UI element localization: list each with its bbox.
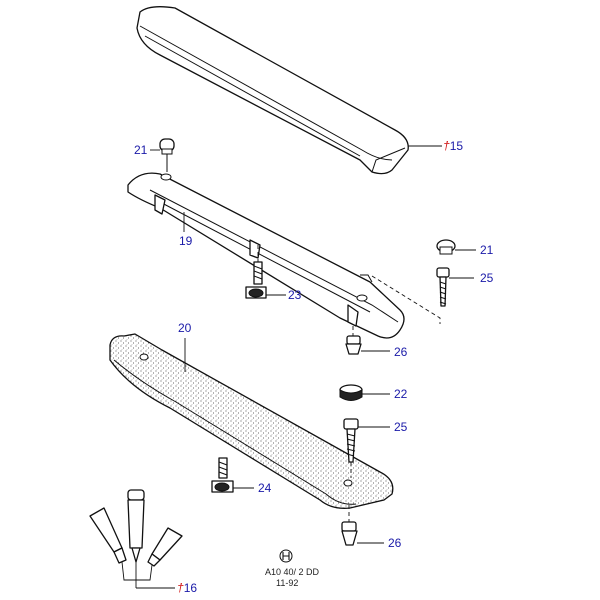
- callout-20: 20: [178, 321, 192, 335]
- sealant-kit-part-16: [89, 489, 183, 589]
- dagger-marker: †: [443, 139, 450, 153]
- screw-part-24: [211, 457, 234, 493]
- drawing-date: 11-92: [276, 578, 299, 588]
- callout-21-left: 21: [134, 143, 148, 157]
- callout-16: †16: [177, 582, 197, 594]
- callout-15-number: 15: [449, 139, 464, 153]
- seal-part-20: [109, 333, 394, 509]
- manufacturer-logo: [279, 549, 293, 563]
- callout-16-number: 16: [183, 581, 198, 595]
- callout-26-upper: 26: [394, 345, 408, 359]
- callout-23: 23: [288, 288, 302, 302]
- callout-26-lower: 26: [388, 536, 402, 550]
- callout-24: 24: [258, 481, 272, 495]
- cap-part-21-right: [436, 239, 456, 255]
- callout-19: 19: [179, 234, 193, 248]
- bolt-part-25-upper: [436, 267, 450, 307]
- cap-part-22: [339, 384, 363, 401]
- screw-part-23: [245, 261, 267, 299]
- callout-25-lower: 25: [394, 420, 408, 434]
- cap-part-21-left: [159, 138, 175, 172]
- callout-25-upper: 25: [480, 271, 494, 285]
- clip-part-26-lower: [341, 521, 358, 546]
- drawing-code: A10 40/ 2 DD: [265, 567, 320, 577]
- callout-15: †15: [443, 140, 463, 152]
- callout-22: 22: [394, 387, 408, 401]
- bolt-part-25-lower: [343, 418, 359, 463]
- spoiler-base-part-19: [127, 172, 405, 339]
- dagger-marker: †: [177, 581, 184, 595]
- callout-21-right: 21: [480, 243, 494, 257]
- clip-part-26-upper: [345, 335, 362, 355]
- spoiler-cover-part-15: [136, 6, 409, 175]
